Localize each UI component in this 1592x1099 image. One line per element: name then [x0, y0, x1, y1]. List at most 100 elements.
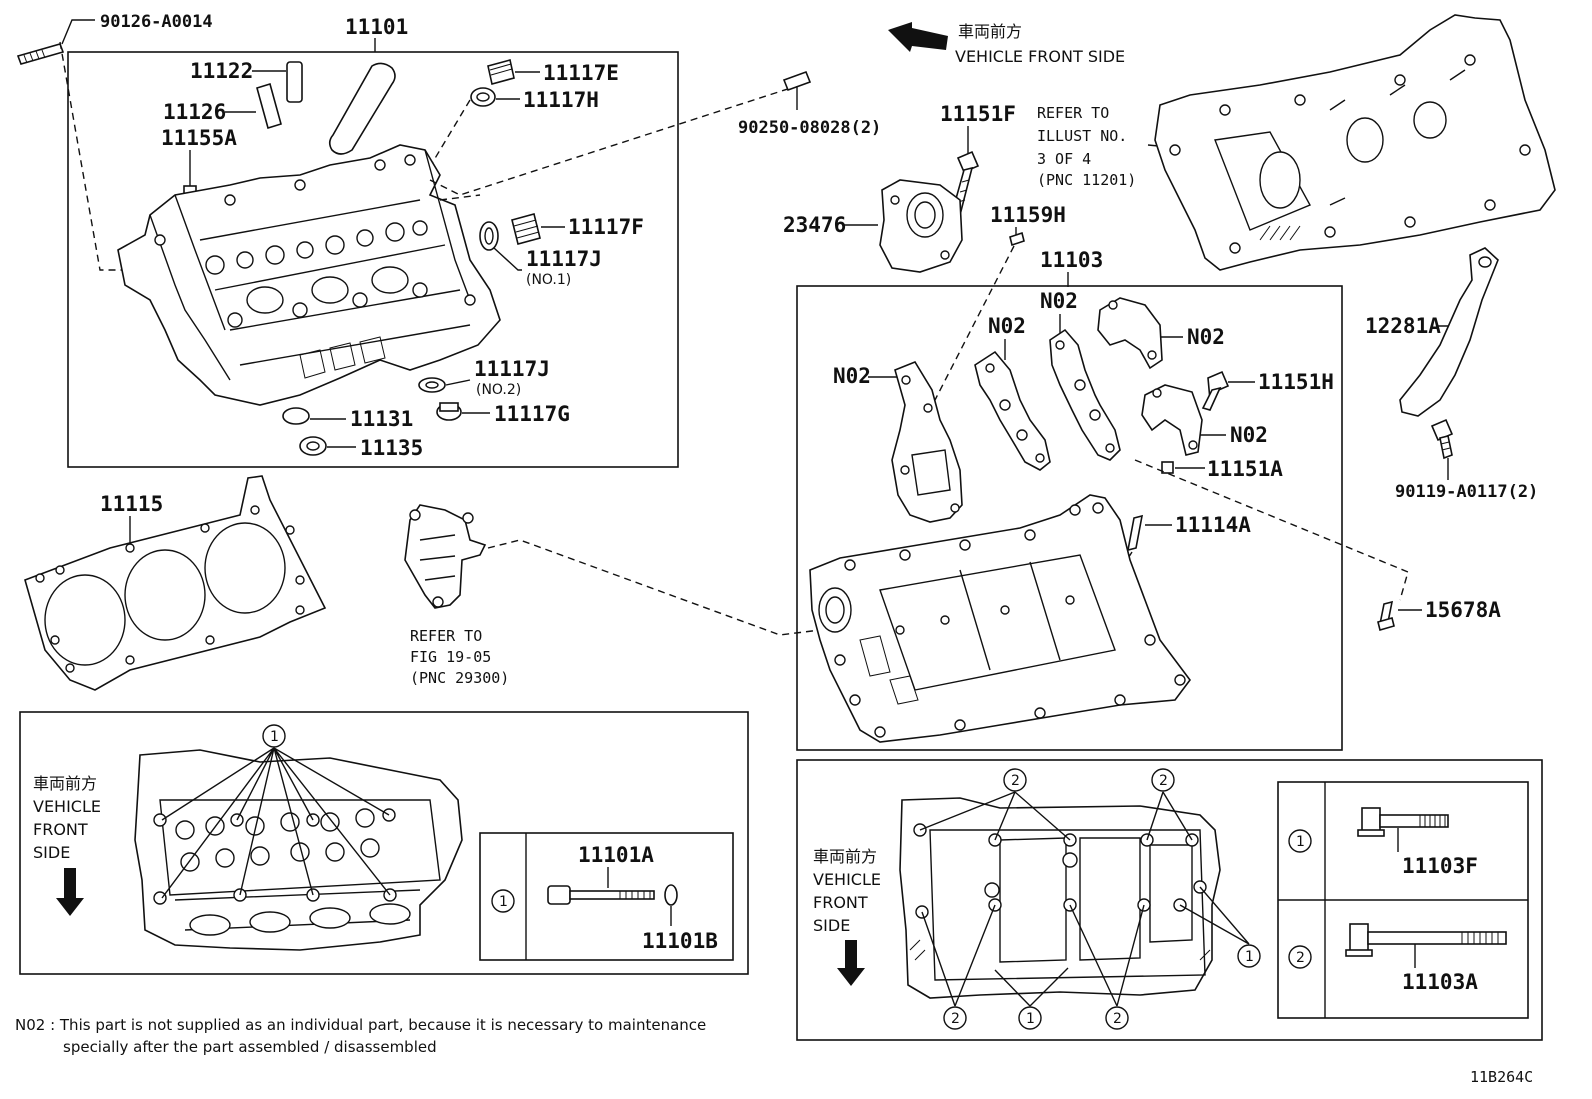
head-bolt-detail-box	[19, 711, 749, 975]
detail2-front-en-1: VEHICLE	[813, 870, 881, 889]
footnote-line1: N02 : This part is not supplied as an in…	[15, 1016, 706, 1034]
camshaft-housing-illustration	[1154, 14, 1556, 271]
housing-top-view-illustration	[899, 797, 1221, 999]
detail1-front-en-3: SIDE	[33, 843, 70, 862]
bolt-11101a-table	[479, 832, 734, 961]
front-direction-arrow-icon	[888, 22, 948, 52]
label-11117j-no1: 11117J	[526, 247, 602, 271]
label-n02-e: N02	[1230, 423, 1268, 447]
label-11159h: 11159H	[990, 203, 1066, 227]
label-11101b: 11101B	[642, 929, 718, 953]
detail2-front-en-3: SIDE	[813, 916, 850, 935]
detail2-front-jp: 車両前方	[813, 847, 877, 866]
bolt-11103f-icon	[1357, 807, 1449, 837]
label-11115: 11115	[100, 492, 163, 516]
timing-guide-illustration	[1399, 247, 1499, 417]
bolt-11103a-icon	[1345, 923, 1507, 957]
detail2-marker-2d: 2	[1113, 1011, 1122, 1027]
label-11126: 11126	[163, 100, 226, 124]
ref-11201-line1: REFER TO	[1037, 104, 1109, 122]
detail2-front-en-2: FRONT	[813, 893, 868, 912]
label-11117e: 11117E	[543, 61, 619, 85]
label-11151f: 11151F	[940, 102, 1016, 126]
table2-marker-2: 2	[1296, 950, 1305, 966]
detail1-marker-1-label: 1	[270, 729, 279, 745]
label-11117j-no2-note: (NO.2)	[476, 382, 521, 398]
ref-29300-line1: REFER TO	[410, 627, 482, 645]
front-direction-en: VEHICLE FRONT SIDE	[955, 47, 1125, 66]
label-11151h: 11151H	[1258, 370, 1334, 394]
table2-marker-1: 1	[1296, 834, 1305, 850]
stud-bolt-icon	[16, 43, 65, 65]
label-11101a: 11101A	[578, 843, 654, 867]
bolt-11151h-icon	[1201, 370, 1230, 411]
detail1-front-en-1: VEHICLE	[33, 797, 101, 816]
seal-11131-icon	[282, 407, 310, 425]
stud-11114a-icon	[1126, 514, 1144, 552]
label-11101: 11101	[345, 15, 408, 39]
label-11151a: 11151A	[1207, 457, 1283, 481]
cylinder-block-housing-illustration	[809, 494, 1191, 743]
label-90119-a0117: 90119-A0117(2)	[1395, 482, 1538, 502]
diagram-code: 11B264C	[1470, 1068, 1533, 1086]
label-11135: 11135	[360, 436, 423, 460]
ref-11201-line3: 3 OF 4	[1037, 150, 1091, 168]
label-15678a: 15678A	[1425, 598, 1501, 622]
cylinder-head-illustration	[117, 144, 501, 406]
label-11117j-no1-note: (NO.1)	[526, 272, 571, 288]
detail2-marker-1a: 1	[1245, 949, 1254, 965]
tube-icon	[328, 62, 396, 155]
plug-11117f-icon	[511, 213, 541, 245]
cylinder-head-group-box	[67, 51, 679, 468]
bearing-cap-n02-illustration	[891, 297, 1203, 523]
label-11122: 11122	[190, 59, 253, 83]
detail2-marker-2c: 2	[951, 1011, 960, 1027]
plug-11117e-icon	[487, 59, 515, 85]
label-11117g: 11117G	[494, 402, 570, 426]
washer-11101b-icon	[664, 884, 678, 906]
ref-11201-line4: (PNC 11201)	[1037, 171, 1136, 189]
housing-bolt-detail-box	[796, 759, 1543, 1041]
table1-marker-1: 1	[499, 894, 508, 910]
pin-11151a-icon	[1161, 461, 1174, 474]
ref-11201-line2: ILLUST NO.	[1037, 127, 1127, 145]
head-gasket-illustration	[24, 475, 327, 691]
ref-29300-line2: FIG 19-05	[410, 648, 491, 666]
detail1-front-en-2: FRONT	[33, 820, 88, 839]
detail2-down-arrow-icon	[837, 940, 865, 986]
bolt-90119-icon	[1430, 418, 1454, 460]
vacuum-pump-illustration	[404, 504, 487, 609]
label-11114a: 11114A	[1175, 513, 1251, 537]
label-n02-d: N02	[833, 364, 871, 388]
footnote-line2: specially after the part assembled / dis…	[63, 1038, 437, 1056]
ref-29300-line3: (PNC 29300)	[410, 669, 509, 687]
label-90126-a0014: 90126-A0014	[100, 12, 213, 32]
detail1-front-jp: 車両前方	[33, 774, 97, 793]
label-11117f: 11117F	[568, 215, 644, 239]
housing-group-box	[796, 285, 1343, 751]
detail1-down-arrow-icon	[56, 868, 84, 916]
label-n02-a: N02	[1040, 289, 1078, 313]
detail2-marker-2a: 2	[1011, 773, 1020, 789]
label-90250-08028: 90250-08028(2)	[738, 118, 881, 138]
front-direction-jp: 車両前方	[958, 22, 1022, 41]
label-11103: 11103	[1040, 248, 1103, 272]
label-12281a: 12281A	[1365, 314, 1441, 338]
valve-guide-2-icon	[256, 82, 282, 130]
label-23476: 23476	[783, 213, 846, 237]
head-bolt-11101a-icon	[547, 885, 655, 905]
label-11103a: 11103A	[1402, 970, 1478, 994]
detail2-marker-1b: 1	[1026, 1011, 1035, 1027]
plug-11159h-icon	[1009, 231, 1025, 247]
valve-guide-icon	[286, 61, 303, 103]
detail1-marker-1	[262, 724, 286, 748]
label-11103f: 11103F	[1402, 854, 1478, 878]
label-11117j-no2: 11117J	[474, 357, 550, 381]
label-11155a: 11155A	[161, 126, 237, 150]
dowel-pin-icon	[782, 70, 812, 92]
water-outlet-illustration	[879, 179, 963, 273]
detail2-marker-2b: 2	[1159, 773, 1168, 789]
label-11131: 11131	[350, 407, 413, 431]
plug-11117g-icon	[436, 402, 462, 421]
